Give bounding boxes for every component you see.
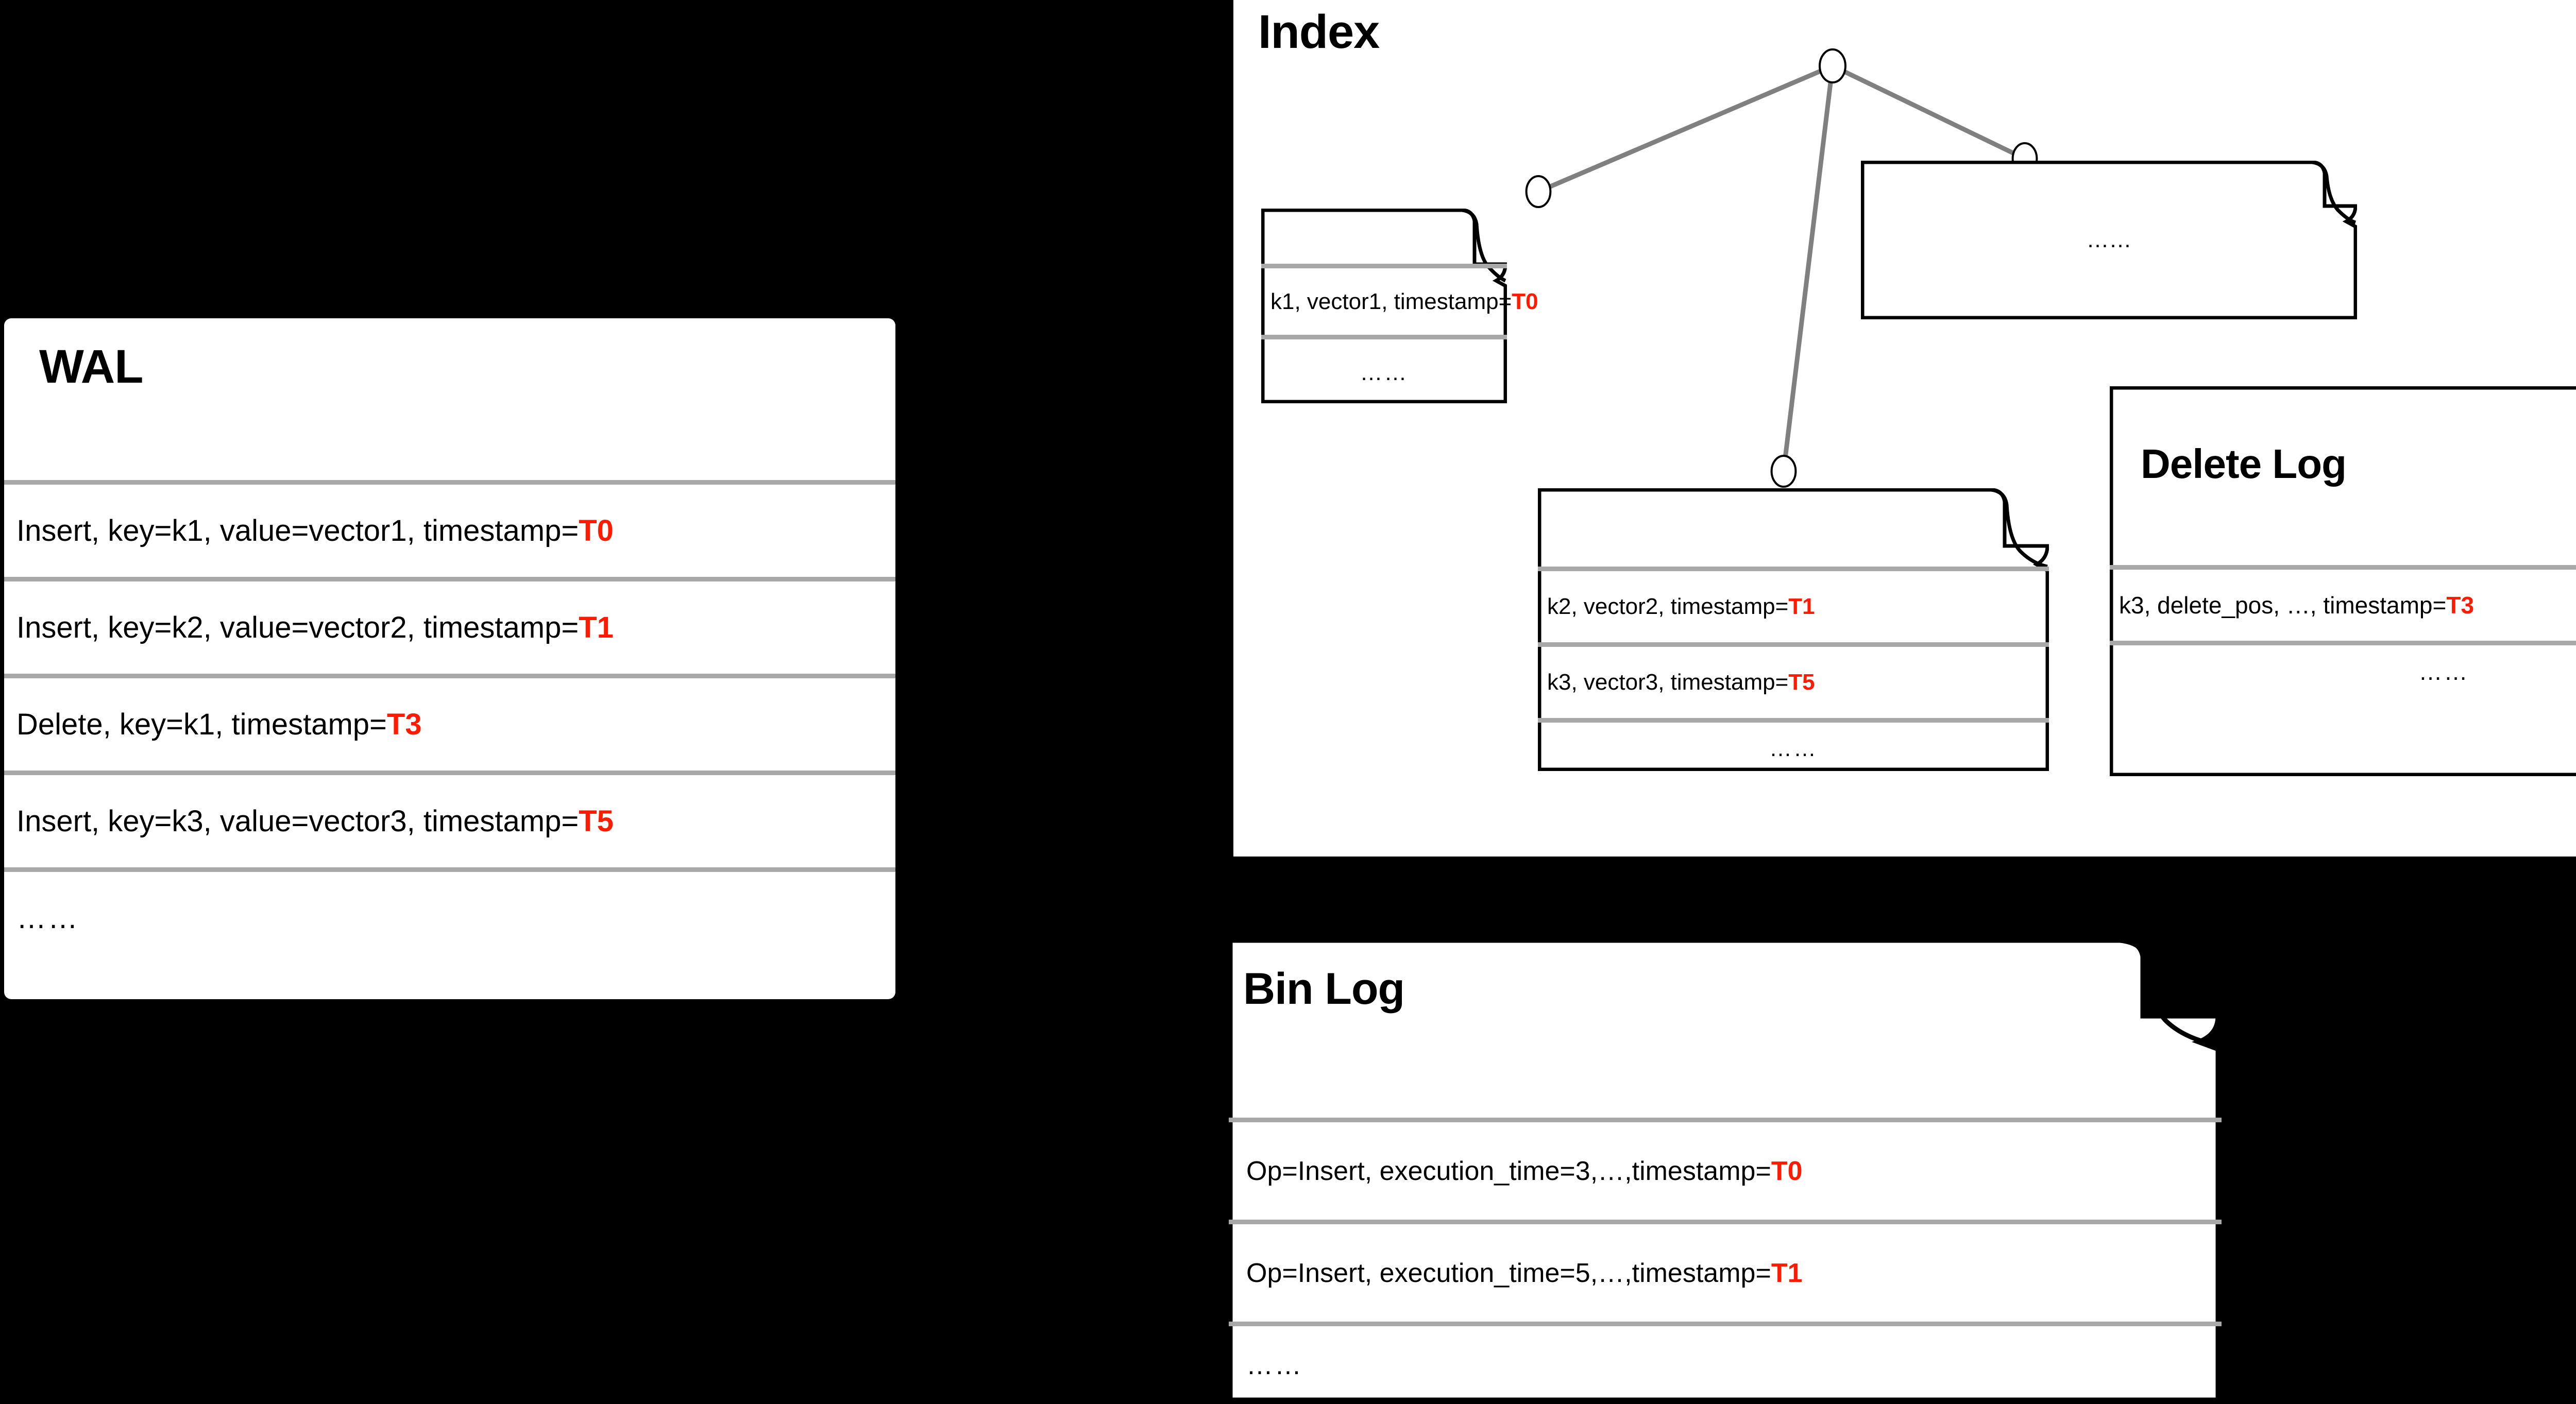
timestamp-value: T1 [579, 611, 614, 644]
bin-log-doc: Bin Log Op=Insert, execution_time=3,…,ti… [1229, 939, 2222, 1401]
bin-log-entry-text: Op=Insert, execution_time=5,…,timestamp= [1246, 1258, 1771, 1288]
wal-entry-row: Insert, key=k3, value=vector3, timestamp… [4, 771, 895, 867]
wal-entry-row: Insert, key=k2, value=vector2, timestamp… [4, 577, 895, 674]
document-shape-icon [1538, 488, 2049, 771]
bin-log-title: Bin Log [1243, 964, 1405, 1014]
document-shape-icon [2110, 386, 2576, 776]
log-entry-row: k3, vector3, timestamp=T5 [1538, 642, 2049, 718]
log-entry-text: k1, vector1, timestamp= [1270, 288, 1512, 314]
document-shape-icon [1861, 161, 2357, 319]
wal-panel: WAL Insert, key=k1, value=vector1, times… [4, 318, 895, 999]
log-entry-row: …… [2110, 641, 2576, 697]
bin-log-entry-row: Op=Insert, execution_time=5,…,timestamp=… [1229, 1220, 2222, 1322]
index-panel: Index k1, vector1, timestamp=T0 …… …… [1233, 0, 2576, 857]
index-title: Index [1258, 6, 1380, 58]
wal-row-list: Insert, key=k1, value=vector1, timestamp… [4, 480, 895, 964]
log-entry-text: k3, delete_pos, …, timestamp= [2119, 592, 2447, 619]
wal-entry-row: …… [4, 867, 895, 964]
log-entry-text: …… [1769, 735, 1818, 761]
timestamp-value: T1 [1788, 594, 1815, 619]
delete-log-doc: Delete Log k3, delete_pos, …, timestamp=… [2110, 386, 2576, 776]
tree-node-root[interactable] [1819, 48, 1846, 83]
wal-entry-text: Delete, key=k1, timestamp= [16, 708, 387, 741]
index-doc2-ellipsis: …… [2086, 227, 2132, 252]
log-entry-row: k2, vector2, timestamp=T1 [1538, 567, 2049, 642]
log-entry-text: …… [1360, 359, 1409, 385]
tree-edge-root-child-middle [1781, 65, 1835, 472]
log-entry-text: k3, vector3, timestamp= [1547, 670, 1789, 695]
wal-entry-text: Insert, key=k2, value=vector2, timestamp… [16, 611, 579, 644]
timestamp-value: T3 [386, 708, 422, 741]
bin-log-entry-text: Op=Insert, execution_time=3,…,timestamp= [1246, 1156, 1771, 1186]
log-entry-text: …… [2418, 658, 2469, 685]
wal-entry-text: …… [16, 901, 79, 935]
log-entry-row: …… [1538, 718, 2049, 775]
timestamp-value: T5 [1788, 670, 1815, 695]
timestamp-value: T3 [2446, 592, 2475, 619]
bin-log-entry-row: Op=Insert, execution_time=3,…,timestamp=… [1229, 1118, 2222, 1220]
wal-entry-text: Insert, key=k3, value=vector3, timestamp… [16, 804, 579, 838]
timestamp-value: T5 [579, 804, 614, 838]
index-leaf-doc-ellipsis: …… [1861, 161, 2357, 319]
wal-title: WAL [39, 340, 143, 393]
tree-edge-root-child-right [1832, 63, 2026, 161]
wal-entry-row: Delete, key=k1, timestamp=T3 [4, 674, 895, 771]
timestamp-value: T0 [579, 514, 614, 547]
wal-entry-row: Insert, key=k1, value=vector1, timestamp… [4, 480, 895, 577]
log-entry-row: k3, delete_pos, …, timestamp=T3 [2110, 565, 2576, 641]
tree-edge-root-child-left [1537, 63, 1834, 194]
wal-entry-text: Insert, key=k1, value=vector1, timestamp… [16, 514, 579, 547]
tree-node-child-left[interactable] [1525, 175, 1552, 208]
bin-log-rows: Op=Insert, execution_time=3,…,timestamp=… [1229, 1118, 2222, 1404]
log-entry-text: k2, vector2, timestamp= [1547, 594, 1789, 619]
index-doc1-rows: k1, vector1, timestamp=T0 …… [1261, 264, 1538, 406]
timestamp-value: T0 [1512, 288, 1538, 314]
timestamp-value: T0 [1771, 1156, 1803, 1186]
delete-log-rows: k3, delete_pos, …, timestamp=T3 …… [2110, 565, 2576, 697]
document-shape-icon [1229, 939, 2221, 1401]
index-leaf-doc-k1: k1, vector1, timestamp=T0 …… [1261, 209, 1538, 406]
delete-log-title: Delete Log [2141, 441, 2347, 487]
log-entry-row: …… [1261, 335, 1507, 406]
bin-log-entry-text: …… [1246, 1350, 1303, 1380]
tree-node-child-middle[interactable] [1770, 455, 1797, 488]
log-entry-row: k1, vector1, timestamp=T0 [1261, 264, 1538, 335]
timestamp-value: T1 [1771, 1258, 1803, 1288]
bin-log-entry-row: …… [1229, 1322, 2222, 1404]
